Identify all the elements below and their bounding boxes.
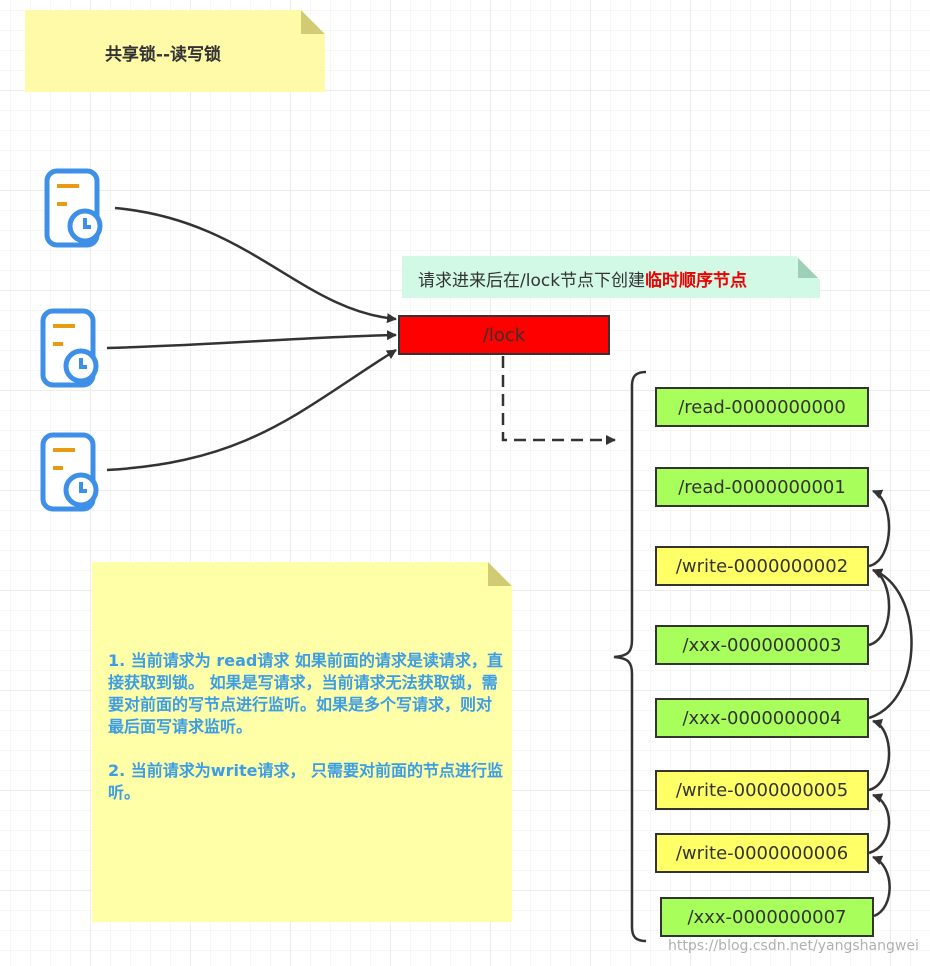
- callout-text: 请求进来后在/lock节点下创建临时顺序节点: [418, 266, 747, 291]
- watch-arrow-5-4: [868, 718, 891, 792]
- seq-node-3: /xxx-0000000003: [655, 625, 869, 665]
- watch-arrow-3-2: [868, 568, 891, 647]
- watch-arrow-7-6: [872, 855, 891, 918]
- watch-arrow-2-1: [868, 489, 891, 568]
- client-request-icon: [40, 432, 99, 512]
- client-2-arrow: [106, 330, 397, 350]
- children-brace: [613, 370, 647, 943]
- lock-node: /lock: [398, 315, 610, 355]
- explanation-note: 1. 当前请求为 read请求 如果前面的请求是读请求，直接获取到锁。 如果是写…: [92, 562, 512, 922]
- callout-prefix: 请求进来后在/lock节点下创建: [418, 271, 646, 291]
- client-3-arrow: [106, 348, 397, 472]
- explanation-text: 1. 当前请求为 read请求 如果前面的请求是读请求，直接获取到锁。 如果是写…: [108, 650, 504, 826]
- seq-node-2: /write-0000000002: [655, 546, 869, 586]
- watch-arrow-6-5: [868, 793, 891, 855]
- client-1-arrow: [114, 206, 397, 324]
- seq-node-1: /read-0000000001: [655, 467, 869, 507]
- client-request-icon: [44, 168, 103, 248]
- diagram-title: 共享锁--读写锁: [104, 45, 222, 65]
- watermark: https://blog.csdn.net/yangshangwei: [668, 938, 919, 954]
- seq-node-5: /write-0000000005: [655, 770, 869, 810]
- seq-node-4: /xxx-0000000004: [655, 698, 869, 738]
- seq-node-6: /write-0000000006: [655, 833, 869, 873]
- explanation-write: 2. 当前请求为write请求， 只需要对前面的节点进行监听。: [108, 761, 504, 802]
- explanation-read: 1. 当前请求为 read请求 如果前面的请求是读请求，直接获取到锁。 如果是写…: [108, 651, 503, 736]
- lock-children-arrow: [501, 356, 616, 445]
- callout-highlight: 临时顺序节点: [645, 271, 748, 291]
- seq-node-7: /xxx-0000000007: [660, 897, 874, 937]
- seq-node-0: /read-0000000000: [655, 387, 869, 427]
- watch-arrow-4-2: [868, 568, 913, 720]
- client-request-icon: [40, 308, 99, 388]
